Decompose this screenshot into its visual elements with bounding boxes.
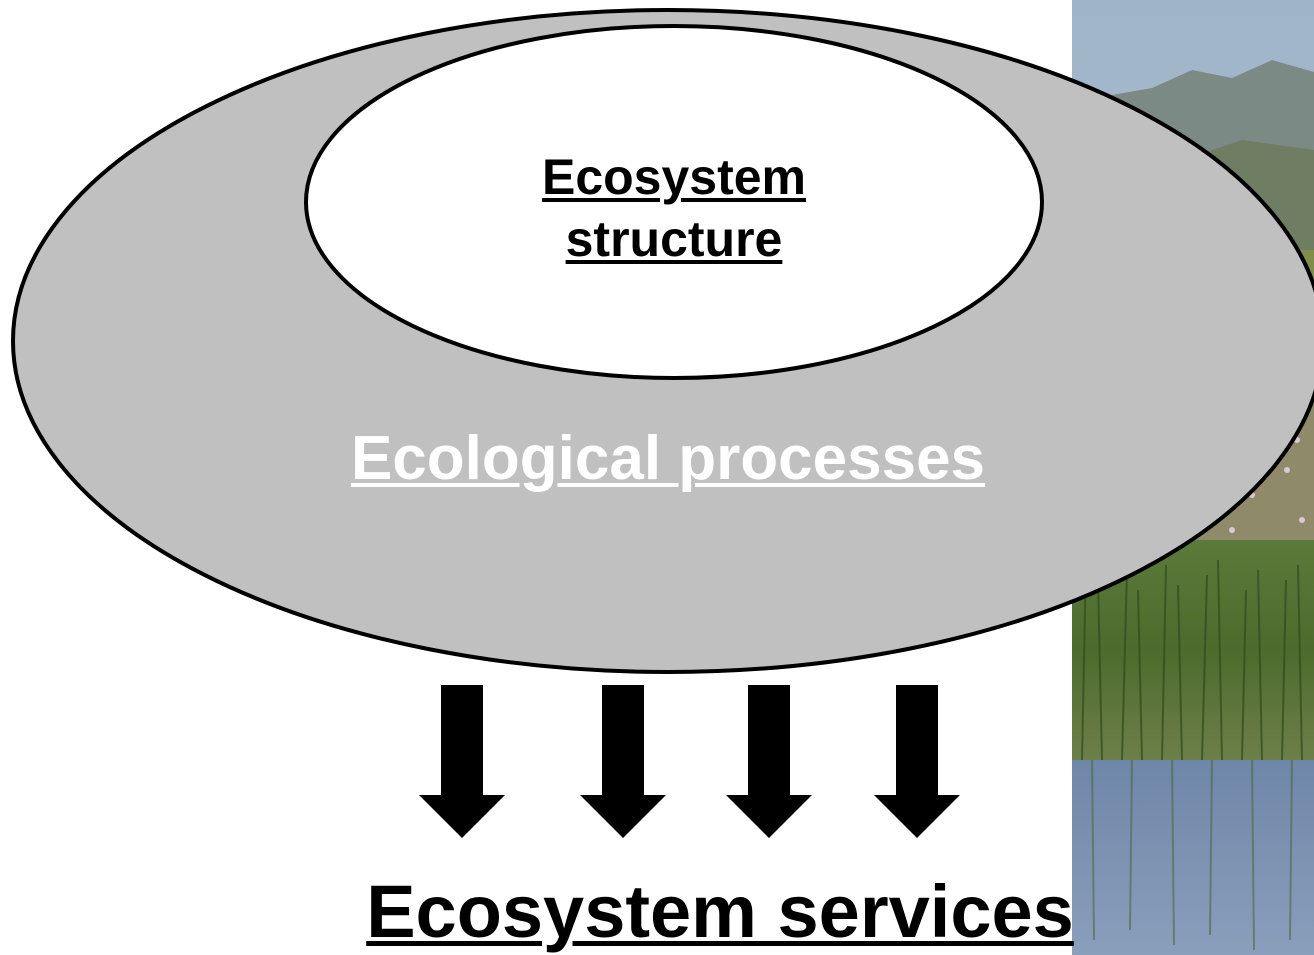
down-arrow-icon bbox=[419, 685, 505, 838]
down-arrow-icon bbox=[580, 685, 666, 838]
down-arrow-icon bbox=[726, 685, 812, 838]
ecosystem-structure-ellipse bbox=[304, 24, 1044, 380]
ecological-processes-label: Ecological processes bbox=[350, 424, 986, 493]
ecosystem-structure-line1: Ecosystem bbox=[541, 149, 807, 205]
ecosystem-structure-line2: structure bbox=[565, 211, 783, 267]
down-arrow-icon bbox=[874, 685, 960, 838]
ecosystem-structure-label: Ecosystem structure bbox=[474, 146, 874, 270]
ecosystem-services-label: Ecosystem services bbox=[366, 870, 1074, 953]
arrows-group bbox=[419, 685, 960, 838]
